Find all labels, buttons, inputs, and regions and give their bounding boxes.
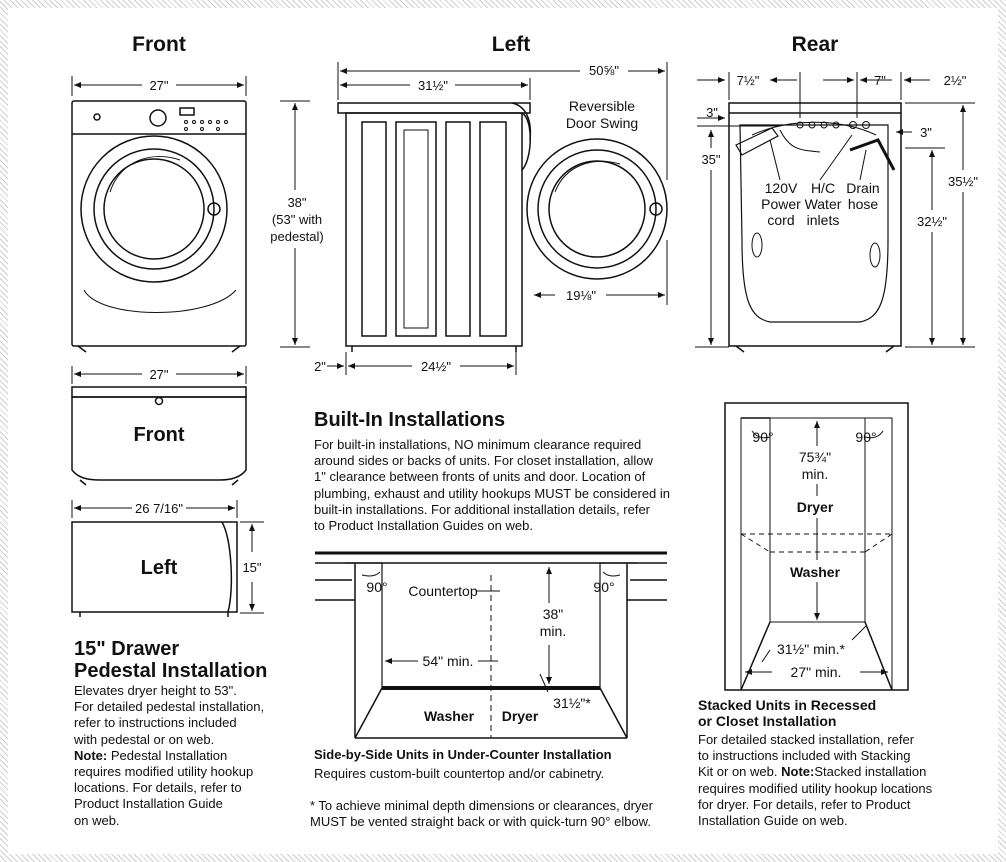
sbs-width-label: 54" min. <box>423 653 474 669</box>
stacked-body-text: For detailed stacked installation, refer… <box>698 732 915 780</box>
rear-drain-offset-label: 3" <box>920 125 932 140</box>
stacked-note-label: Note: <box>781 764 815 780</box>
reversible-door-swing <box>526 138 668 280</box>
builtin-title: Built-In Installations <box>314 409 506 431</box>
power-cord-label: 120V Power cord <box>761 180 801 228</box>
pedestal-body: Elevates dryer height to 53". For detail… <box>74 683 294 829</box>
rear-left-offset-label: 7½" <box>737 73 760 88</box>
rear-top-offset-label: 3" <box>706 105 718 120</box>
pedestal-front-width-label: 27" <box>149 367 168 382</box>
door-swing-label: Reversible Door Swing <box>565 98 639 131</box>
side-by-side-diagram <box>315 551 667 739</box>
left-view-title: Left <box>492 33 531 56</box>
depth-label: 31½" <box>418 78 448 93</box>
foot-label: 2" <box>314 359 326 374</box>
pedestal-left <box>71 521 238 617</box>
front-view-title: Front <box>132 33 186 56</box>
rear-view-title: Rear <box>792 33 839 56</box>
front-width-label: 27" <box>149 78 168 93</box>
pedestal-note-text: Pedestal Installation requires modified … <box>74 747 254 828</box>
rear-height-2-label: 35½" <box>948 174 978 189</box>
base-depth-label: 24½" <box>421 359 451 374</box>
footnote: * To achieve minimal depth dimensions or… <box>310 798 653 830</box>
sbs-depth-label: 31½"* <box>553 695 591 711</box>
builtin-body: For built-in installations, NO minimum c… <box>314 437 671 534</box>
pedestal-note-label: Note: <box>74 747 108 763</box>
drain-hose-label: Drain hose <box>846 180 880 212</box>
stacked-title: Stacked Units in Recessed or Closet Inst… <box>698 697 877 729</box>
pedestal-front <box>71 386 247 486</box>
countertop-label: Countertop <box>408 583 477 599</box>
pedestal-height-label: 15" <box>242 560 261 575</box>
rear-view-washer <box>728 102 902 353</box>
diagram-panel <box>8 8 998 854</box>
sbs-subcaption: Requires custom-built countertop and/or … <box>314 766 605 781</box>
stacked-washer-label: Washer <box>790 564 841 580</box>
stacked-angle-right: 90° <box>855 429 876 445</box>
rear-height-3-label: 32½" <box>917 214 947 229</box>
rear-height-1-label: 35" <box>701 152 720 167</box>
stacked-height-min-label: min. <box>802 466 828 482</box>
stacked-height-label: 75¾" <box>799 449 831 465</box>
rear-right-offset-label: 2½" <box>944 73 967 88</box>
rear-mid-offset-label: 7" <box>874 73 886 88</box>
door-depth-label: 19⅛" <box>566 288 596 303</box>
pedestal-left-label: Left <box>141 557 178 579</box>
pedestal-front-label: Front <box>133 424 184 446</box>
stacked-width-label: 27" min. <box>791 664 842 680</box>
front-view-washer <box>71 100 247 353</box>
sbs-height-label: 38" <box>543 606 564 622</box>
stacked-depth-label: 31½" min.* <box>777 641 846 657</box>
stacked-angle-left: 90° <box>752 429 773 445</box>
stacked-note-text: Stacked installation requires modified u… <box>698 764 933 829</box>
pedestal-title: 15" Drawer Pedestal Installation <box>74 638 268 682</box>
sbs-height-min-label: min. <box>540 623 566 639</box>
height-pedestal-label-2: pedestal) <box>270 229 323 244</box>
sbs-caption: Side-by-Side Units in Under-Counter Inst… <box>314 747 612 762</box>
sbs-dryer-label: Dryer <box>502 708 539 724</box>
sbs-washer-label: Washer <box>424 708 475 724</box>
left-view-washer <box>337 102 532 352</box>
stacked-dryer-label: Dryer <box>797 499 834 515</box>
pedestal-left-depth-label: 26 7/16" <box>135 501 183 516</box>
height-pedestal-label: (53" with <box>272 212 322 227</box>
total-depth-label: 50⅝" <box>589 63 619 78</box>
stacked-body: For detailed stacked installation, refer… <box>698 732 988 829</box>
height-label: 38" <box>287 195 306 210</box>
pedestal-body-text: Elevates dryer height to 53". For detail… <box>74 683 265 747</box>
water-inlets-label: H/C Water inlets <box>804 180 842 228</box>
sbs-angle-right: 90° <box>593 579 614 595</box>
sbs-angle-left: 90° <box>366 579 387 595</box>
